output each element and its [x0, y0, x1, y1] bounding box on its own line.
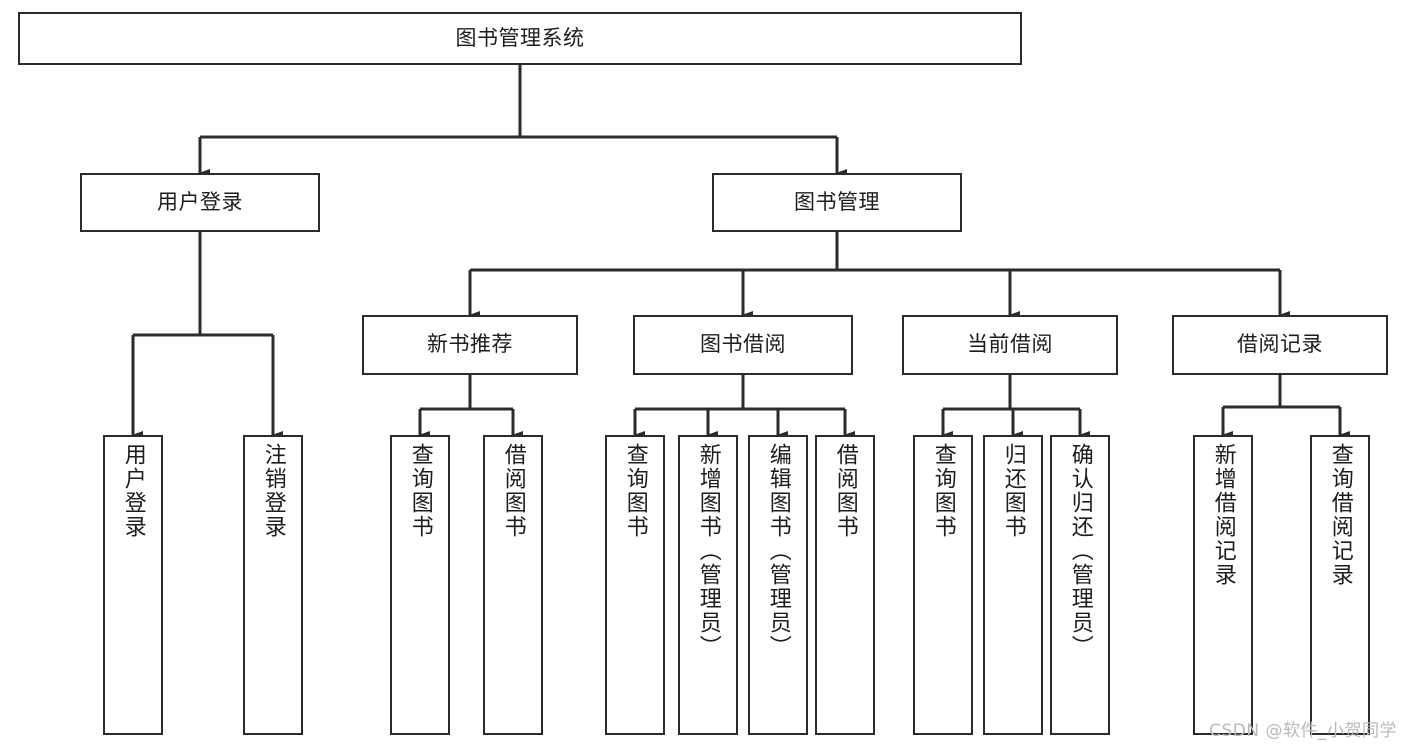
- node-label: 新增借阅记录: [1210, 443, 1236, 587]
- node-label: 新书推荐: [427, 332, 513, 357]
- node-label: 查询图书: [930, 443, 956, 539]
- node-user-login[interactable]: 用户登录: [80, 173, 320, 232]
- leaf-borrow-book[interactable]: 借阅图书: [815, 435, 875, 735]
- node-current-borrow[interactable]: 当前借阅: [902, 315, 1118, 375]
- node-root[interactable]: 图书管理系统: [18, 12, 1022, 65]
- leaf-user-login[interactable]: 用户登录: [103, 435, 163, 735]
- leaf-add-book-admin[interactable]: 新增图书（管理员）: [678, 435, 738, 735]
- node-label: 图书借阅: [700, 332, 786, 357]
- node-label: 注销登录: [260, 443, 286, 539]
- node-label: 确认归还（管理员）: [1067, 443, 1093, 659]
- node-label: 用户登录: [120, 443, 146, 539]
- leaf-add-borrow-record[interactable]: 新增借阅记录: [1193, 435, 1253, 735]
- node-label: 编辑图书（管理员）: [765, 443, 791, 659]
- node-label: 图书管理系统: [455, 25, 585, 50]
- leaf-query-book-current[interactable]: 查询图书: [913, 435, 973, 735]
- leaf-return-book[interactable]: 归还图书: [983, 435, 1043, 735]
- node-label: 查询图书: [407, 443, 433, 539]
- leaf-confirm-return-admin[interactable]: 确认归还（管理员）: [1050, 435, 1110, 735]
- leaf-query-book-newbook[interactable]: 查询图书: [390, 435, 450, 735]
- node-label: 当前借阅: [967, 332, 1053, 357]
- watermark: CSDN @软件_小贺同学: [1209, 721, 1397, 741]
- node-book-borrow[interactable]: 图书借阅: [633, 315, 853, 375]
- leaf-query-book-borrow[interactable]: 查询图书: [605, 435, 665, 735]
- node-borrow-record[interactable]: 借阅记录: [1172, 315, 1388, 375]
- node-label: 查询图书: [622, 443, 648, 539]
- node-label: 用户登录: [157, 189, 243, 214]
- node-label: 借阅记录: [1237, 332, 1323, 357]
- node-label: 新增图书（管理员）: [695, 443, 721, 659]
- node-label: 借阅图书: [500, 443, 526, 539]
- leaf-edit-book-admin[interactable]: 编辑图书（管理员）: [748, 435, 808, 735]
- node-label: 归还图书: [1000, 443, 1026, 539]
- node-book-management[interactable]: 图书管理: [712, 173, 962, 232]
- node-new-book-recommend[interactable]: 新书推荐: [362, 315, 578, 375]
- leaf-query-borrow-record[interactable]: 查询借阅记录: [1310, 435, 1370, 735]
- leaf-logout[interactable]: 注销登录: [243, 435, 303, 735]
- node-label: 查询借阅记录: [1327, 443, 1353, 587]
- leaf-borrow-book-newbook[interactable]: 借阅图书: [483, 435, 543, 735]
- node-label: 图书管理: [794, 189, 880, 214]
- node-label: 借阅图书: [832, 443, 858, 539]
